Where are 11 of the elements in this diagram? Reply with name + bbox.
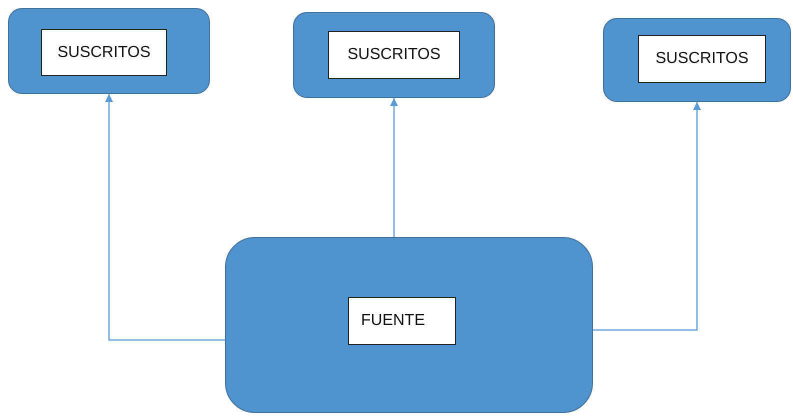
arrow bbox=[105, 94, 225, 341]
arrow bbox=[390, 98, 398, 237]
text-label: SUSCRITOS bbox=[638, 35, 766, 83]
rounded-box bbox=[293, 12, 495, 98]
text-label: SUSCRITOS bbox=[328, 31, 460, 79]
arrow bbox=[593, 102, 701, 331]
text-label: FUENTE bbox=[348, 297, 456, 345]
text-label: SUSCRITOS bbox=[41, 29, 167, 76]
rounded-box bbox=[603, 18, 791, 102]
rounded-box bbox=[8, 8, 210, 94]
rounded-box bbox=[225, 237, 593, 413]
